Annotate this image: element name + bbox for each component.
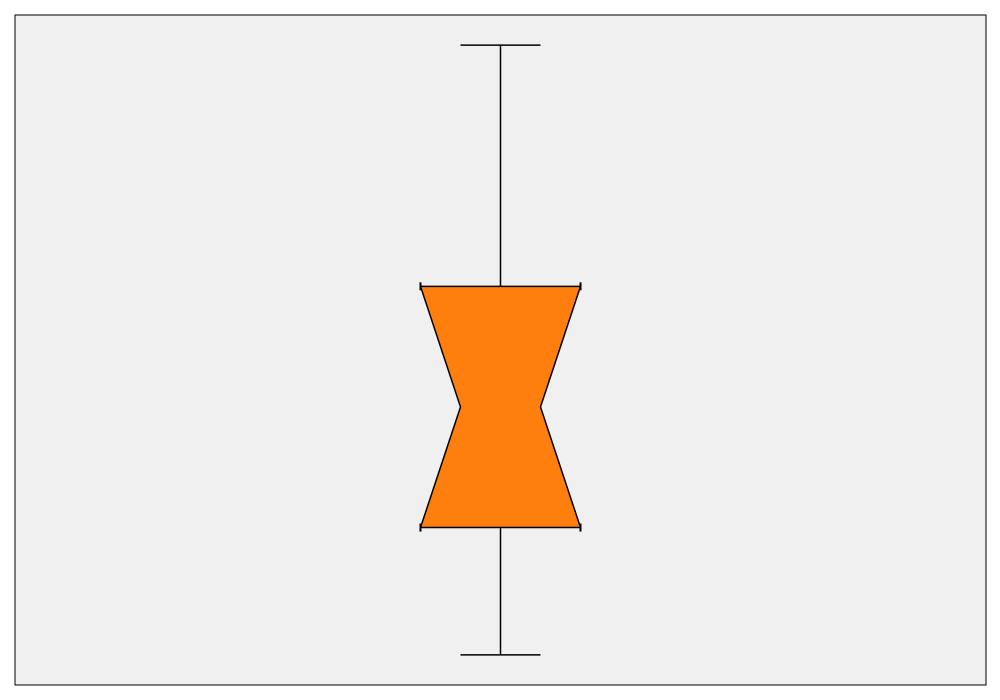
boxes-layer xyxy=(419,44,582,656)
box-group xyxy=(419,44,582,656)
